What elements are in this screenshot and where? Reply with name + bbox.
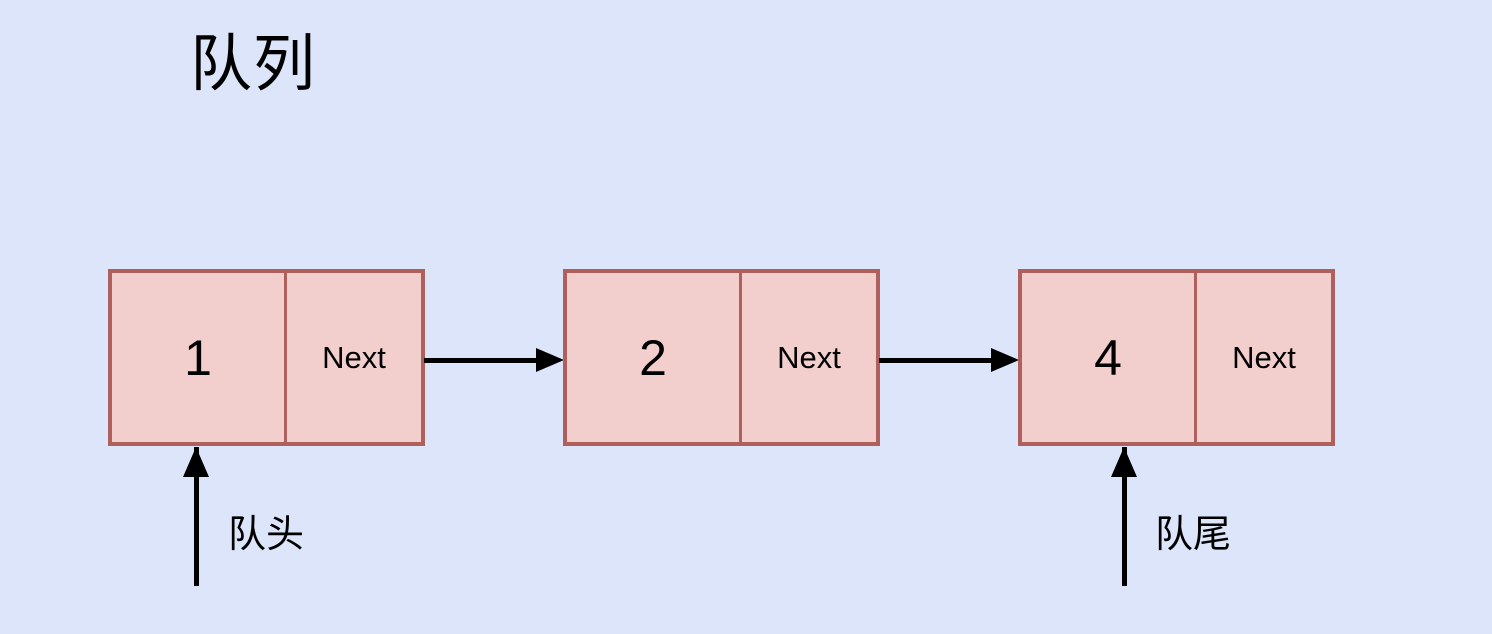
node-next-cell: Next: [322, 340, 386, 375]
arrow-head-icon: [536, 348, 564, 372]
arrow-stem: [194, 447, 199, 586]
arrow-stem: [424, 358, 540, 363]
tail-pointer-label: 队尾: [1155, 514, 1232, 556]
arrow-node2-to-node3: [879, 348, 1019, 372]
list-node-2[interactable]: 2 Next: [563, 269, 880, 446]
node-value-cell: 2: [567, 273, 742, 442]
node-value-cell: 4: [1022, 273, 1197, 442]
node-next-cell: Next: [1232, 340, 1296, 375]
head-pointer-arrow: [183, 447, 209, 586]
arrow-head-icon: [991, 348, 1019, 372]
head-pointer-label: 队头: [228, 514, 305, 556]
arrow-head-icon: [1111, 447, 1137, 477]
page-title: 队列: [190, 30, 317, 99]
list-node-3[interactable]: 4 Next: [1018, 269, 1335, 446]
tail-pointer-arrow: [1111, 447, 1137, 586]
arrow-node1-to-node2: [424, 348, 564, 372]
node-value-cell: 1: [112, 273, 287, 442]
node-next-cell: Next: [777, 340, 841, 375]
arrow-head-icon: [183, 447, 209, 477]
arrow-stem: [1122, 447, 1127, 586]
arrow-stem: [879, 358, 995, 363]
list-node-1[interactable]: 1 Next: [108, 269, 425, 446]
